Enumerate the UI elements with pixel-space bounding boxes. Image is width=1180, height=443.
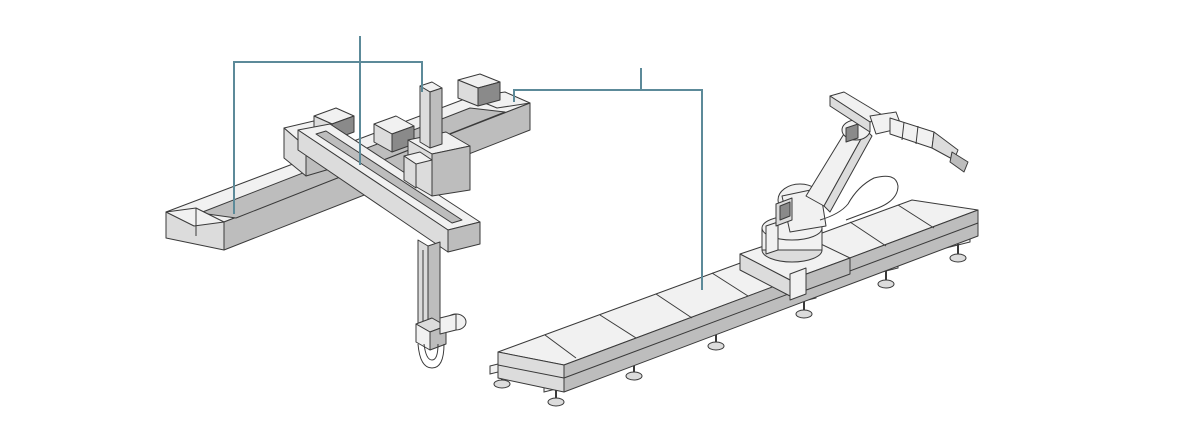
track-cable-chain: [819, 175, 899, 221]
gantry-y-beam: [297, 123, 481, 253]
track-rail: [497, 199, 979, 393]
linear-track-robot-icon: [489, 91, 979, 407]
track-robot-forearm: [829, 91, 969, 173]
track-robot-upper-arm: [805, 119, 873, 213]
gantry-z-housing: [403, 131, 471, 197]
gantry-z-column-top: [419, 81, 443, 149]
track-callout-leader: [513, 68, 703, 290]
gantry-gripper: [415, 313, 467, 369]
gantry-callout-leader: [233, 36, 423, 214]
gantry-motor-back: [457, 73, 501, 107]
gantry-robot-icon: [165, 73, 531, 369]
gantry-motor-y: [373, 115, 415, 153]
gantry-z-column-bottom: [417, 239, 441, 331]
